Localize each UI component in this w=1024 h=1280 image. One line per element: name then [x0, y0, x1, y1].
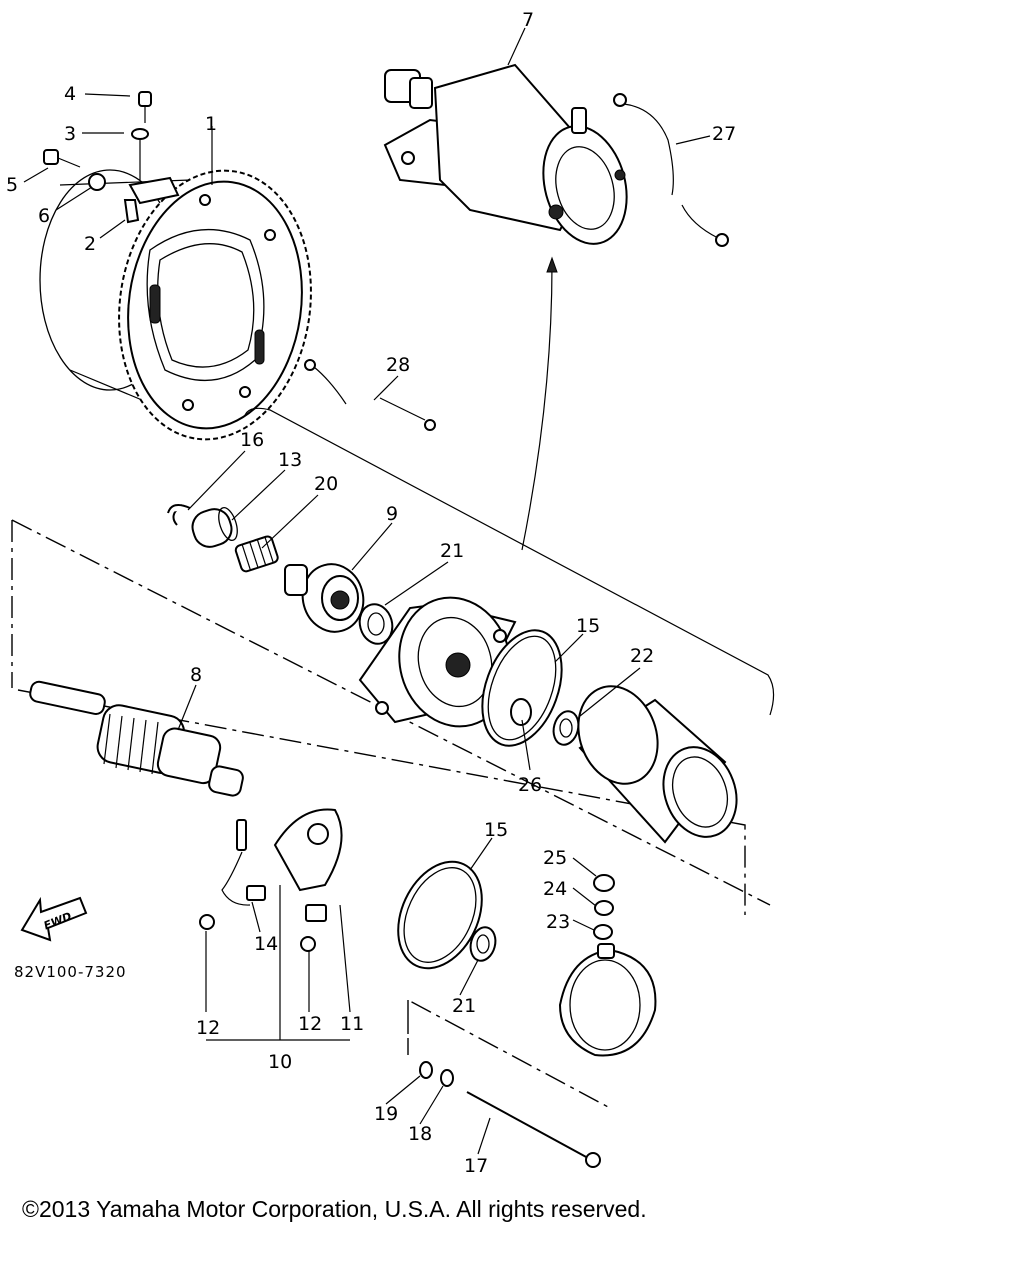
- starter-clutch-gear: [39, 169, 312, 441]
- callout-labels: 1 2 3 4 5 6 7 8 9 10 11 12 12 13 14 15 1…: [6, 9, 736, 1177]
- callout-12-right: 12: [298, 1013, 322, 1035]
- callout-6: 6: [38, 205, 50, 227]
- rear-cover: [558, 943, 657, 1057]
- fwd-arrow-icon: FWD: [20, 896, 88, 942]
- o-ring-upper-inner: [487, 635, 557, 741]
- callout-3: 3: [64, 123, 76, 145]
- bracket-and-bolts: [43, 91, 180, 224]
- o-ring-lower: [397, 860, 483, 970]
- callout-25: 25: [543, 847, 567, 869]
- callout-9: 9: [386, 503, 398, 525]
- callout-22: 22: [630, 645, 654, 667]
- arrow-head: [546, 256, 558, 273]
- callout-20: 20: [314, 473, 338, 495]
- callout-23: 23: [546, 911, 570, 933]
- washer-22-inner: [559, 718, 573, 738]
- starter-motor-assembly: [383, 63, 628, 245]
- copyright-notice: ©2013 Yamaha Motor Corporation, U.S.A. A…: [22, 1196, 647, 1222]
- callout-19: 19: [374, 1103, 398, 1125]
- callout-13: 13: [278, 449, 302, 471]
- assembly-arrow: [521, 264, 553, 551]
- bracket-upper: [244, 407, 775, 716]
- drive-parts-row: [167, 503, 394, 645]
- callout-15-lower: 15: [484, 819, 508, 841]
- callout-10: 10: [268, 1051, 292, 1073]
- ground-lead: [304, 359, 436, 431]
- through-bolt: [419, 1061, 601, 1168]
- drawing-code: 82V100-7320: [14, 963, 127, 981]
- callout-4: 4: [64, 83, 76, 105]
- callout-5: 5: [6, 174, 18, 196]
- callout-14: 14: [254, 933, 278, 955]
- armature: [29, 680, 244, 797]
- yoke: [577, 685, 738, 844]
- callout-17: 17: [464, 1155, 488, 1177]
- callout-8: 8: [190, 664, 202, 686]
- dash-mid: [17, 689, 746, 915]
- bracket-lower: [407, 998, 611, 1109]
- callout-21-lower: 21: [452, 995, 476, 1017]
- callout-7: 7: [522, 9, 534, 31]
- callout-16: 16: [240, 429, 264, 451]
- terminal-nuts: [593, 874, 615, 940]
- leader-lines: [23, 27, 711, 1155]
- washer-26: [510, 698, 532, 726]
- callout-28: 28: [386, 354, 410, 376]
- callout-26: 26: [518, 774, 542, 796]
- callout-24: 24: [543, 878, 567, 900]
- callout-1: 1: [205, 113, 217, 135]
- callout-11: 11: [340, 1013, 364, 1035]
- callout-15-upper: 15: [576, 615, 600, 637]
- callout-2: 2: [84, 233, 96, 255]
- brush-plate: [199, 808, 343, 952]
- washer-22: [552, 710, 580, 746]
- washer-21-lower: [469, 926, 497, 962]
- o-ring-lower-inner: [403, 867, 477, 963]
- washer-21-lower-inner: [476, 934, 490, 954]
- callout-12-left: 12: [196, 1017, 220, 1039]
- callout-18: 18: [408, 1123, 432, 1145]
- lead-wire: [613, 93, 729, 247]
- callout-21-upper: 21: [440, 540, 464, 562]
- callout-27: 27: [712, 123, 736, 145]
